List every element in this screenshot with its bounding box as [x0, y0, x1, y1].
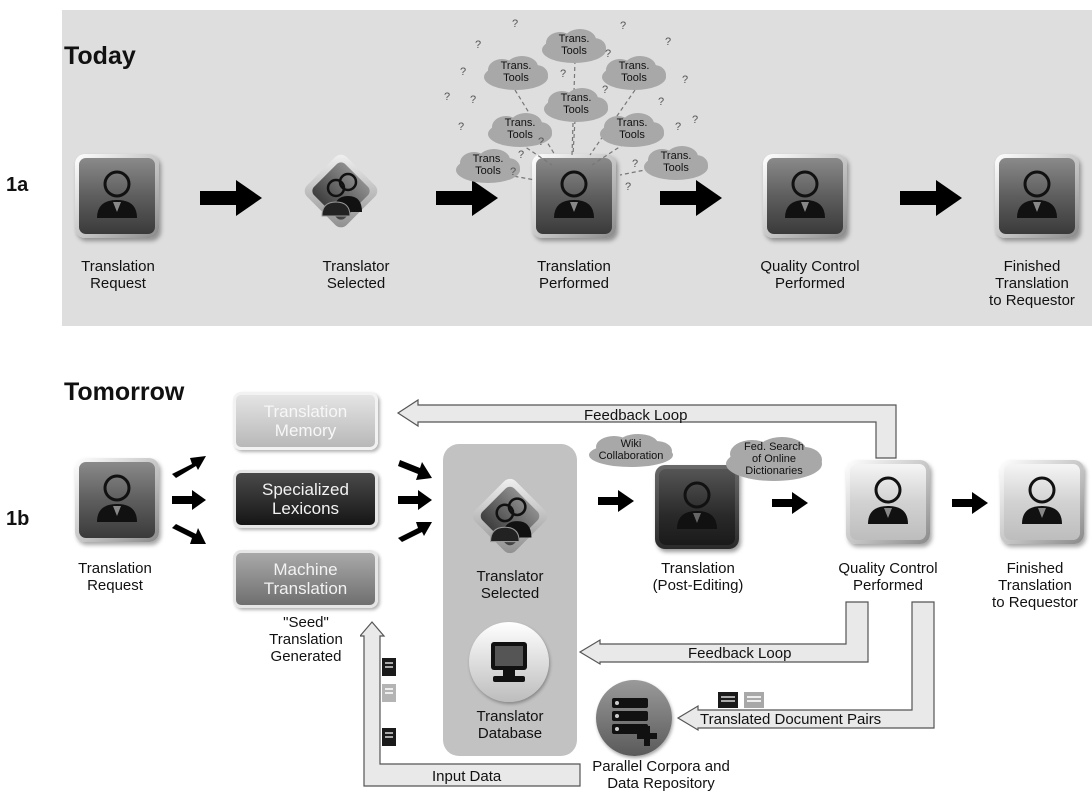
svg-text:?: ? — [605, 48, 611, 60]
merge-arrows — [398, 460, 432, 542]
person-icon — [785, 170, 825, 218]
svg-text:?: ? — [602, 84, 608, 96]
svg-text:?: ? — [560, 68, 566, 80]
person-icon — [868, 476, 908, 524]
document-pairs-arrow — [676, 601, 935, 732]
question-mark-scatter: ???? ???? ???? ???? ???? — [444, 18, 698, 193]
right-arrow-icon — [660, 180, 722, 216]
svg-text:?: ? — [620, 20, 626, 32]
document-pairs-label: Translated Document Pairs — [700, 711, 882, 728]
person-icon — [677, 481, 717, 529]
translation-request-tile — [75, 154, 159, 238]
trans-tools-cloud: Trans.Tools — [452, 148, 524, 186]
input-data-arrow — [360, 621, 581, 787]
right-arrow-icon — [772, 492, 808, 514]
svg-text:?: ? — [625, 181, 631, 193]
feedback-loop-top-arrow — [396, 398, 897, 459]
svg-text:?: ? — [675, 121, 681, 133]
right-arrow-icon — [436, 180, 498, 216]
svg-text:?: ? — [518, 149, 524, 161]
person-icon — [97, 474, 137, 522]
translator-database-icon — [469, 622, 549, 702]
data-repository-icon — [596, 680, 672, 756]
svg-text:?: ? — [538, 136, 544, 148]
tomorrow-finished-tile — [1000, 460, 1084, 544]
svg-text:?: ? — [632, 158, 638, 170]
tomorrow-request-tile — [75, 458, 159, 542]
right-arrow-icon — [200, 180, 262, 216]
translation-performed-tile — [532, 154, 616, 238]
document-pair-icons — [718, 692, 764, 708]
tomorrow-translator-diamond — [464, 470, 556, 562]
svg-text:?: ? — [692, 114, 698, 126]
trans-tools-cloud: Trans.Tools — [640, 145, 712, 183]
feedback-loop-mid-arrow — [578, 601, 869, 666]
right-arrow-icon — [598, 490, 634, 512]
tomorrow-qc-tile — [846, 460, 930, 544]
feedback-loop-mid-label: Feedback Loop — [688, 645, 792, 662]
svg-text:?: ? — [510, 166, 516, 178]
tomorrow-title: Tomorrow — [64, 378, 185, 406]
trans-tools-cloud: Trans.Tools — [598, 55, 670, 93]
branch-arrows — [172, 456, 206, 544]
right-arrow-icon — [952, 492, 988, 514]
translator-selected-diamond — [296, 146, 386, 236]
feedback-loop-top-label: Feedback Loop — [584, 407, 688, 424]
svg-text:?: ? — [475, 39, 481, 51]
document-icons — [382, 658, 396, 746]
person-icon — [97, 170, 137, 218]
trans-tools-cloud: Trans.Tools — [596, 112, 668, 150]
today-title: Today — [64, 42, 136, 70]
caption-post-editing: Translation(Post-Editing) — [652, 560, 744, 594]
finished-translation-tile — [995, 154, 1079, 238]
person-icon — [554, 170, 594, 218]
input-data-label: Input Data — [432, 768, 502, 785]
right-arrow-icon — [900, 180, 962, 216]
row-label-1a: 1a — [6, 174, 29, 196]
trans-tools-cloud: Trans.Tools — [540, 87, 612, 125]
svg-text:?: ? — [458, 121, 464, 133]
server-add-icon — [612, 698, 657, 746]
trans-tools-cloud: Trans.Tools — [480, 55, 552, 93]
person-icon — [1022, 476, 1062, 524]
svg-text:?: ? — [512, 18, 518, 30]
svg-text:?: ? — [658, 96, 664, 108]
computer-icon — [491, 642, 527, 682]
svg-text:?: ? — [470, 94, 476, 106]
trans-tools-cloud: Trans.Tools — [484, 112, 556, 150]
svg-text:?: ? — [460, 66, 466, 78]
trans-tools-cloud: Trans.Tools — [538, 28, 610, 66]
person-icon — [1017, 170, 1057, 218]
row-label-1b: 1b — [6, 508, 30, 530]
svg-text:?: ? — [682, 74, 688, 86]
post-editing-tile — [655, 465, 739, 549]
svg-text:?: ? — [444, 91, 450, 103]
svg-text:?: ? — [665, 36, 671, 48]
quality-control-tile — [763, 154, 847, 238]
